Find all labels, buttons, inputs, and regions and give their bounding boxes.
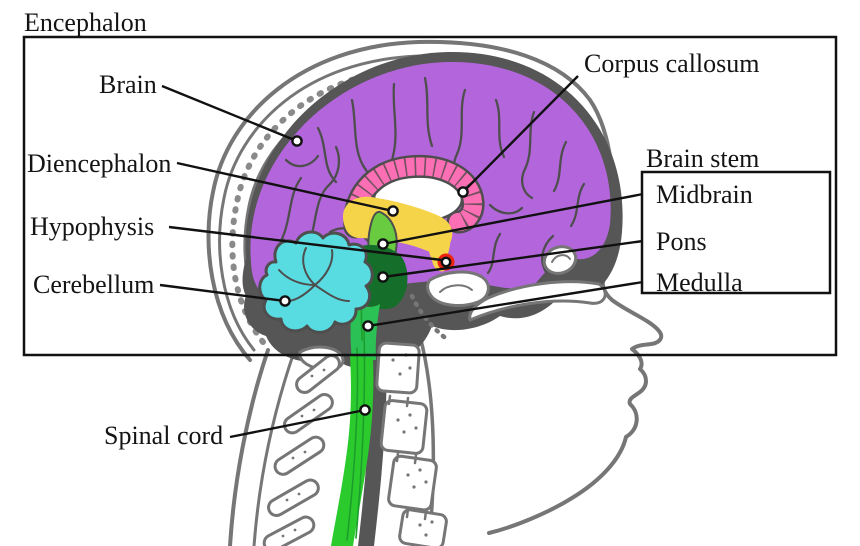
- label-spinal-cord: Spinal cord: [104, 421, 223, 450]
- clivus-dots: [409, 293, 451, 343]
- neck-back-outline: [228, 348, 270, 546]
- head-artwork: [206, 39, 664, 546]
- leader-brain: [161, 84, 298, 143]
- ear-canal-swirl: [551, 254, 571, 263]
- spinous-bone-dots: [281, 368, 326, 538]
- encephalon-box: [22, 35, 838, 357]
- skull-base-floor: [468, 280, 607, 322]
- label-cerebellum: Cerebellum: [33, 270, 154, 299]
- endpoint-pons: [377, 271, 389, 283]
- brainstem-box: [640, 170, 832, 295]
- leader-corpus-callosum: [462, 75, 579, 193]
- cerebellum-region: [258, 230, 374, 334]
- sphenoid-swirl: [439, 284, 473, 293]
- label-pons: Pons: [656, 227, 707, 256]
- leader-cerebellum: [159, 283, 286, 303]
- endpoint-corpus-callosum: [457, 186, 469, 198]
- label-midbrain: Midbrain: [656, 180, 753, 209]
- label-brain-stem: Brain stem: [646, 144, 759, 173]
- sphenoid-sinus: [426, 270, 490, 307]
- leader-pons: [382, 239, 644, 279]
- leader-endpoints: [279, 135, 469, 416]
- vertebral-disc-lines: [387, 394, 428, 521]
- label-hypophysis: Hypophysis: [30, 212, 154, 241]
- endpoint-spinal-cord: [359, 404, 371, 416]
- vertebral-bodies: [375, 341, 448, 546]
- endpoint-midbrain: [377, 238, 389, 250]
- leader-spinal-cord: [229, 408, 366, 439]
- endpoint-cerebellum: [279, 295, 291, 307]
- label-medulla: Medulla: [656, 268, 743, 297]
- spinal-cord-region: [331, 356, 374, 546]
- leader-hypophysis: [168, 225, 443, 262]
- label-diencephalon: Diencephalon: [27, 149, 171, 178]
- hypophysis-dot: [437, 253, 455, 271]
- leader-medulla: [367, 280, 644, 328]
- dura-spinal-strip: [358, 352, 387, 546]
- leader-midbrain: [382, 192, 644, 246]
- corpus-callosum-hatching: [345, 157, 483, 231]
- label-brain: Brain: [99, 70, 157, 99]
- endpoint-brain: [291, 135, 303, 147]
- spinous-processes: [262, 354, 341, 546]
- leader-lines: [159, 75, 644, 439]
- endpoint-medulla: [362, 320, 374, 332]
- leader-diencephalon: [176, 161, 394, 213]
- endpoint-diencephalon: [387, 205, 399, 217]
- face-profile-outline: [206, 39, 664, 535]
- neck-muscle-line: [252, 353, 295, 546]
- label-corpus-callosum: Corpus callosum: [584, 49, 760, 78]
- label-encephalon: Encephalon: [24, 8, 147, 37]
